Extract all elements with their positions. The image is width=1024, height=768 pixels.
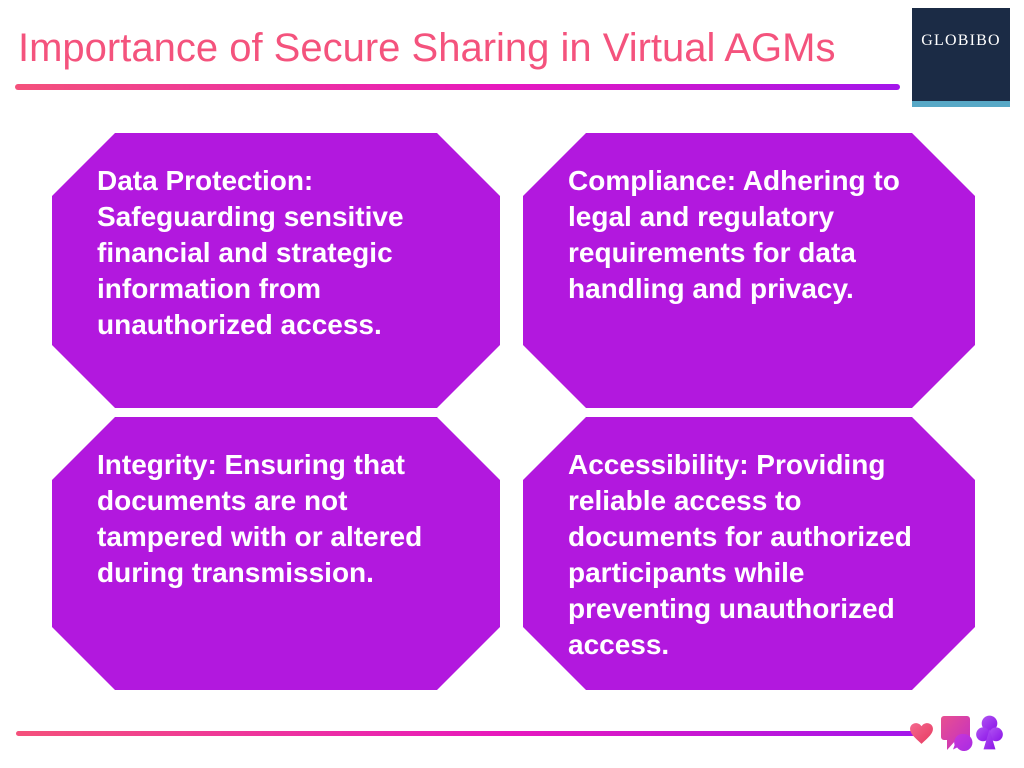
logo-accent-bar xyxy=(912,101,1010,107)
card-compliance: Compliance: Adhering to legal and regula… xyxy=(523,133,975,408)
club-icon xyxy=(976,715,1003,750)
chat-bubbles-icon xyxy=(941,716,973,751)
logo-text: GLOBIBO xyxy=(921,32,1001,49)
footer-divider xyxy=(16,731,915,736)
card-data-protection: Data Protection: Safeguarding sensitive … xyxy=(52,133,500,408)
card-integrity-text: Integrity: Ensuring that documents are n… xyxy=(97,449,423,588)
card-compliance-text: Compliance: Adhering to legal and regula… xyxy=(568,165,900,304)
page-title: Importance of Secure Sharing in Virtual … xyxy=(18,26,836,70)
card-accessibility: Accessibility: Providing reliable access… xyxy=(523,417,975,690)
globibo-logo: GLOBIBO xyxy=(912,8,1010,107)
card-integrity: Integrity: Ensuring that documents are n… xyxy=(52,417,500,690)
heart-icon xyxy=(910,723,933,744)
card-accessibility-text: Accessibility: Providing reliable access… xyxy=(568,449,912,660)
card-data-protection-text: Data Protection: Safeguarding sensitive … xyxy=(97,165,404,340)
title-underline xyxy=(15,84,900,90)
